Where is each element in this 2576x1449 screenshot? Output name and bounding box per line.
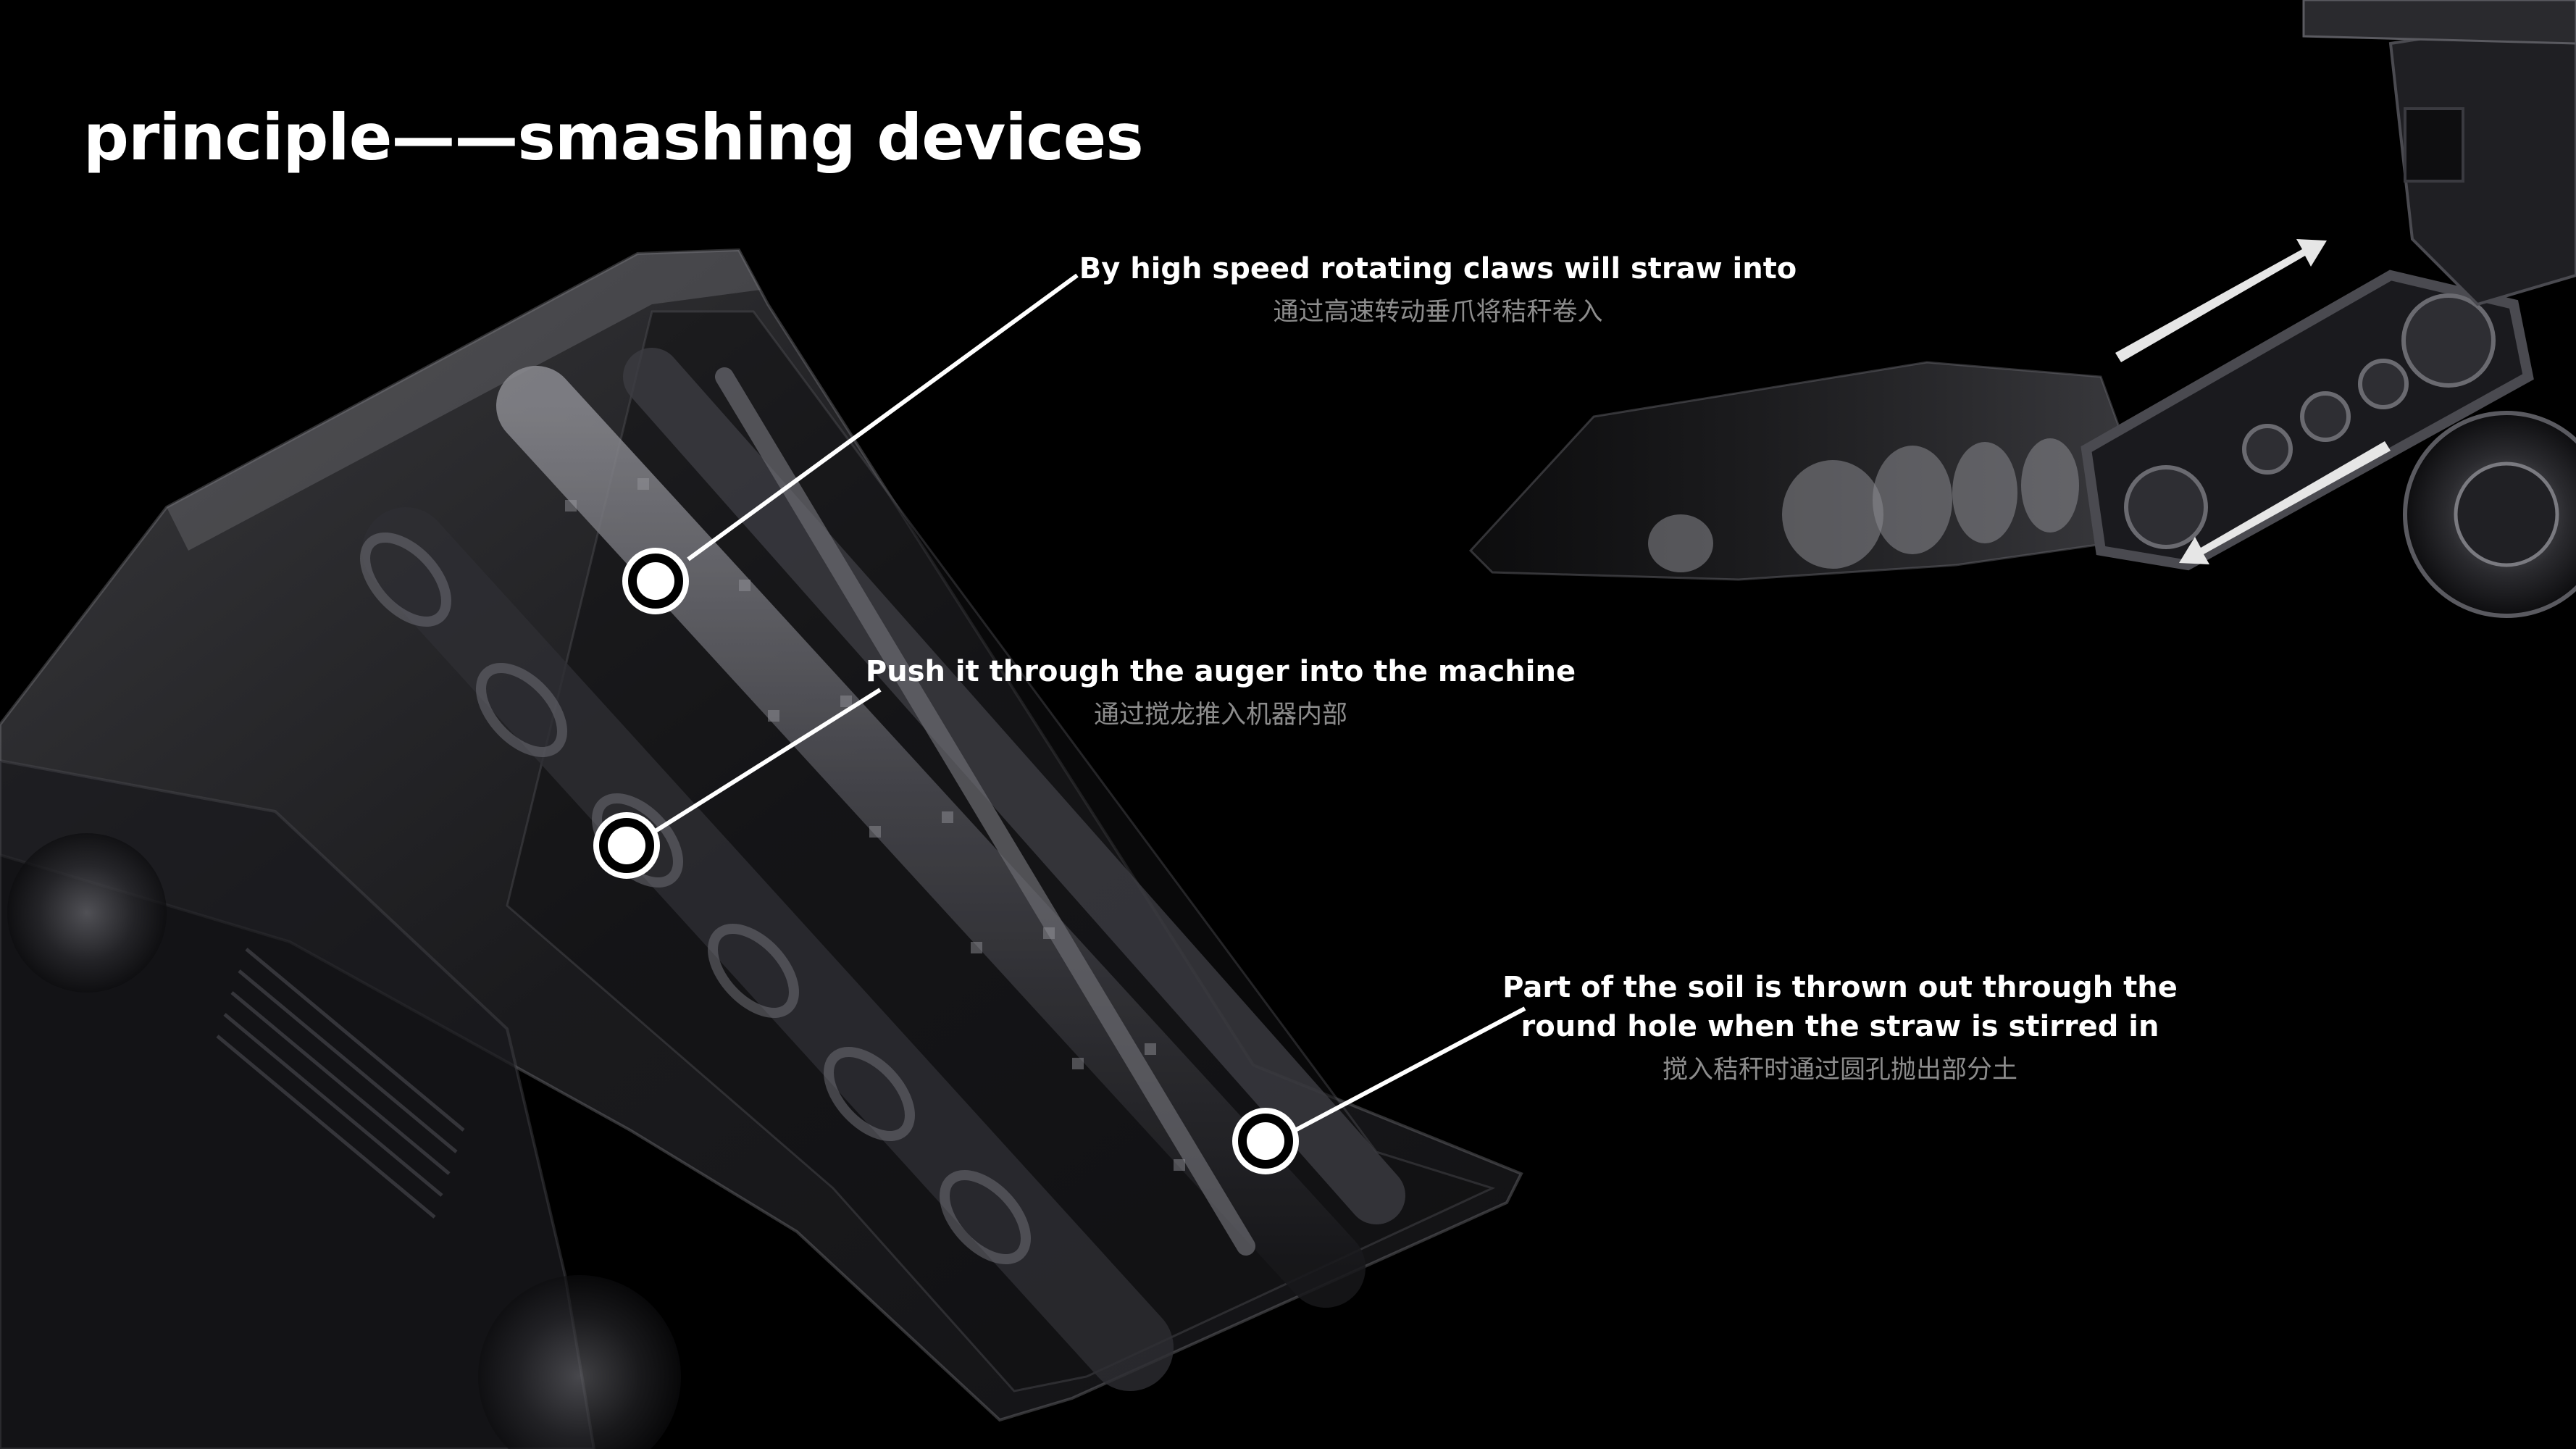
callout-chinese-text: 通过搅龙推入机器内部 xyxy=(1093,701,1347,730)
leader-lines xyxy=(651,273,1526,1132)
callout-auger: Push it through the auger into the machi… xyxy=(858,652,1583,733)
ring-dot-marker-icon xyxy=(593,812,660,879)
callout-english-text-line-2: round hole when the straw is stirred in xyxy=(1521,1010,2159,1043)
ring-dot-marker-icon xyxy=(622,548,689,614)
page-title: principle——smashing devices xyxy=(83,100,1144,175)
machine-overview-right xyxy=(1468,0,2576,618)
smashing-device-left xyxy=(0,248,1523,1449)
callout-claws: By high speed rotating claws will straw … xyxy=(1076,249,1800,330)
callout-english-text: Push it through the auger into the machi… xyxy=(865,655,1576,688)
arrow-icon xyxy=(2115,239,2391,564)
callout-chinese-text: 搅入秸秆时通过圆孔抛出部分土 xyxy=(1662,1056,2017,1085)
callout-chinese-text: 通过高速转动垂爪将秸秆卷入 xyxy=(1273,298,1603,327)
callout-soil-holes: Part of the soil is thrown out through t… xyxy=(1478,968,2202,1088)
callout-english-text: By high speed rotating claws will straw … xyxy=(1079,252,1797,285)
callout-english-text-line-1: Part of the soil is thrown out through t… xyxy=(1502,971,2178,1004)
ring-dot-marker-icon xyxy=(1232,1108,1299,1174)
auger-cylinders xyxy=(362,348,1405,1391)
